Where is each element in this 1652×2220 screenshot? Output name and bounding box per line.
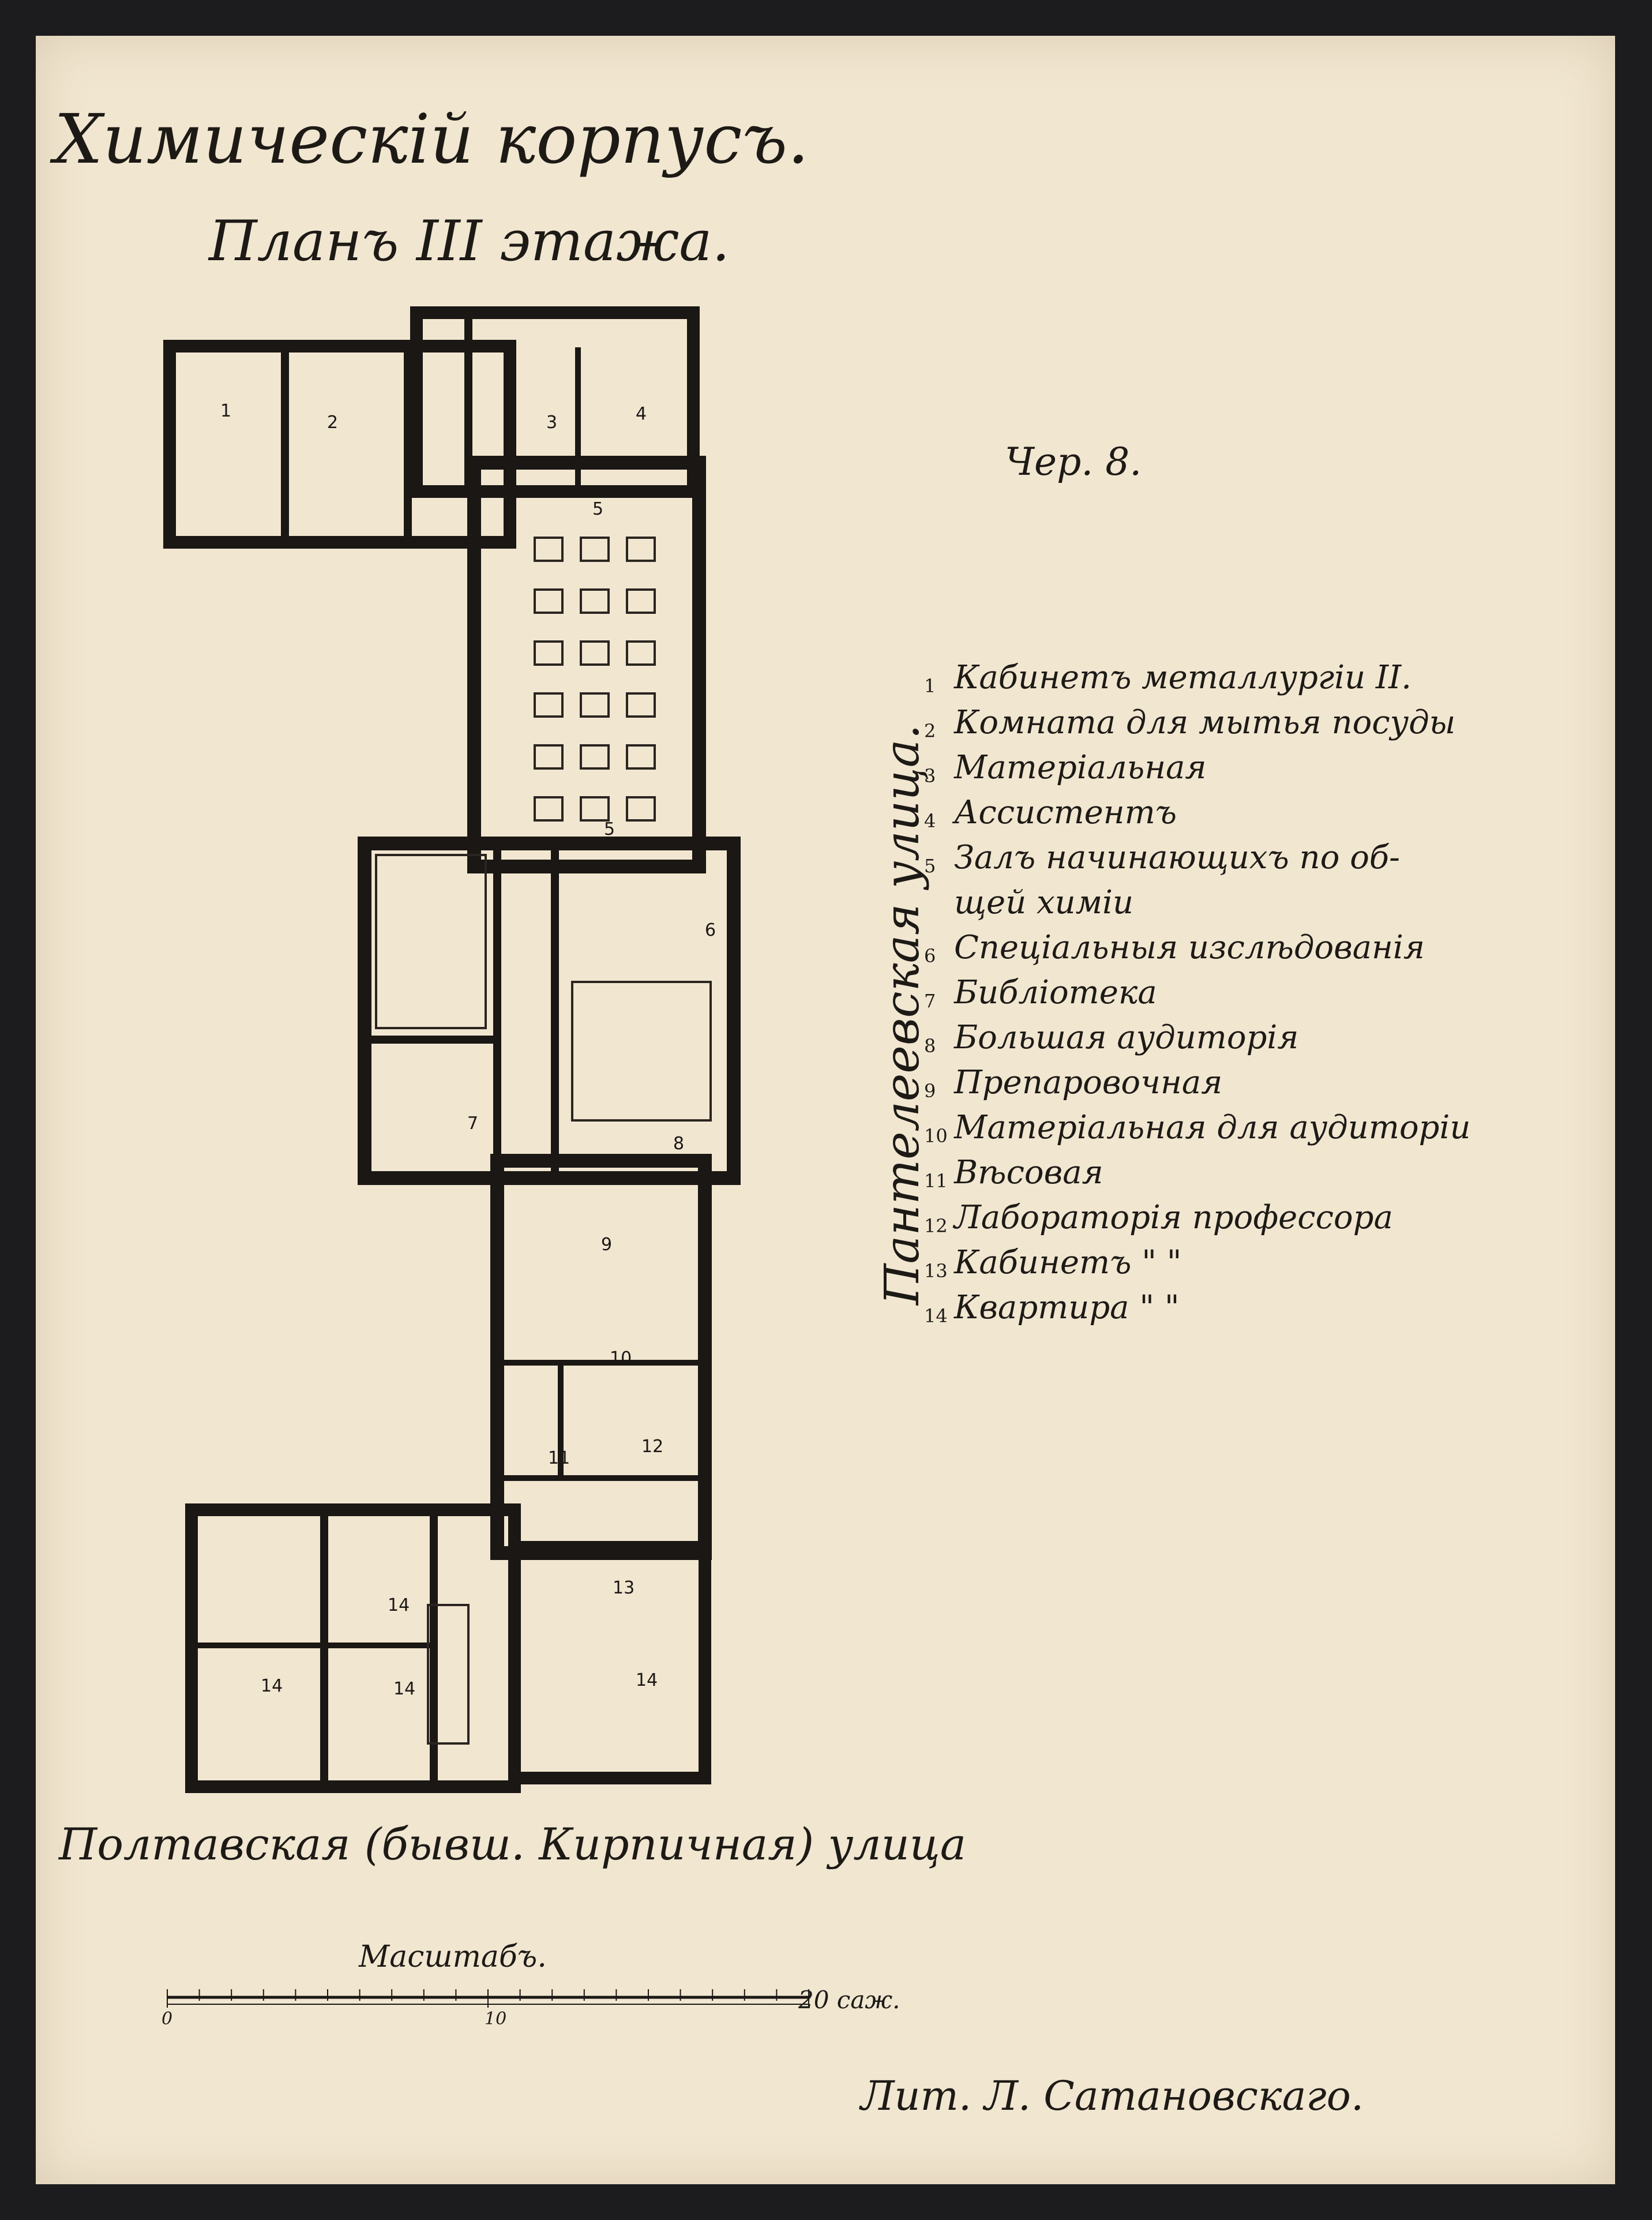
drawing-sheet: Химическій корпусъ. Планъ III этажа. Чер… — [36, 36, 1615, 2184]
legend-item-number: 3 — [924, 765, 936, 787]
room-label-4: 4 — [636, 404, 647, 424]
legend-item-number: 14 — [924, 1305, 948, 1327]
scale-tick-20: 20 саж. — [798, 1986, 900, 2014]
legend-item-text: Большая аудиторія — [954, 1019, 1299, 1056]
legend-item-text: Кабинетъ металлургіи II. — [954, 659, 1412, 696]
lab-bench — [626, 588, 656, 614]
room-label-9: 9 — [601, 1235, 612, 1255]
legend-item-text: щей химіи — [954, 884, 1134, 921]
lab-bench — [580, 537, 610, 562]
room-label-11: 11 — [548, 1448, 570, 1468]
legend-item-number: 4 — [924, 810, 936, 832]
street-label-bottom: Полтавская (бывш. Кирпичная) улица — [59, 1818, 967, 1870]
lab-benches — [534, 537, 656, 822]
staircase — [427, 1604, 470, 1745]
drawing-title: Химическій корпусъ. — [54, 99, 809, 179]
lab-bench — [580, 796, 610, 822]
legend-item-text: Квартира " " — [954, 1289, 1180, 1326]
room-label-13: 13 — [613, 1578, 634, 1598]
legend-item-number: 2 — [924, 720, 936, 742]
legend-item-text: Комната для мытья посуды — [954, 704, 1456, 741]
legend-item-text: Спеціальныя изслѣдованія — [954, 929, 1425, 966]
scale-bar — [167, 1989, 809, 2008]
room-label-3: 3 — [546, 412, 557, 433]
legend-item-number: 12 — [924, 1215, 948, 1237]
legend-item-number: 9 — [924, 1080, 936, 1102]
wall-middle-block — [358, 837, 741, 1185]
lab-bench — [534, 640, 564, 666]
legend-item-text: Ассистентъ — [954, 794, 1177, 831]
legend-item-number: 8 — [924, 1035, 936, 1057]
room-label-1: 1 — [220, 401, 231, 421]
lab-bench — [580, 588, 610, 614]
room-label-12: 12 — [641, 1437, 663, 1457]
figure-label: Чер. 8. — [1005, 440, 1142, 484]
legend-item-number: 10 — [924, 1125, 948, 1147]
wall-wing-top-mid — [410, 306, 700, 498]
lab-bench — [626, 744, 656, 770]
room-label-5-bottom: 5 — [604, 819, 615, 839]
legend-item-text: Матеріальная для аудиторіи — [954, 1109, 1471, 1146]
wall-lower-block — [490, 1154, 712, 1560]
scale-title: Масштабъ. — [359, 1940, 547, 1974]
lab-bench — [580, 692, 610, 718]
auditorium-seating — [571, 981, 712, 1122]
scale-tick-10: 10 — [485, 2009, 507, 2029]
legend-item-number: 7 — [924, 990, 936, 1012]
staircase — [375, 854, 487, 1029]
room-label-8: 8 — [673, 1134, 684, 1154]
room-label-10: 10 — [610, 1348, 632, 1368]
legend-item-text: Лабораторія профессора — [954, 1199, 1393, 1236]
legend-item-text: Вѣсовая — [954, 1154, 1103, 1191]
legend-item-number: 6 — [924, 945, 936, 967]
wall-hall-5 — [467, 456, 706, 873]
legend-item-text: Матеріальная — [954, 749, 1207, 786]
lab-bench — [534, 796, 564, 822]
room-label-14a: 14 — [388, 1595, 410, 1615]
wall-room-14-right — [508, 1541, 711, 1784]
lab-bench — [626, 692, 656, 718]
legend-item-text: Библіотека — [954, 974, 1157, 1011]
printer-credit: Лит. Л. Сатановскаго. — [861, 2072, 1364, 2120]
lab-bench — [534, 588, 564, 614]
lab-bench — [626, 537, 656, 562]
lab-bench — [580, 640, 610, 666]
lab-bench — [534, 537, 564, 562]
lab-bench — [534, 744, 564, 770]
legend-item-text: Кабинетъ " " — [954, 1244, 1182, 1281]
room-label-6: 6 — [705, 920, 716, 940]
room-label-14c: 14 — [393, 1679, 415, 1699]
drawing-subtitle: Планъ III этажа. — [209, 209, 730, 273]
room-label-2: 2 — [327, 412, 338, 433]
lab-bench — [626, 796, 656, 822]
legend-item-text: Залъ начинающихъ по об- — [954, 839, 1401, 876]
legend-item-number: 1 — [924, 675, 936, 697]
legend-item-text: Препаровочная — [954, 1064, 1223, 1101]
lab-bench — [534, 692, 564, 718]
scale-tick-0: 0 — [162, 2009, 173, 2029]
room-label-7: 7 — [467, 1113, 478, 1134]
floor-plan: 1 2 3 4 5 5 6 7 8 9 10 11 12 13 14 14 14… — [163, 306, 809, 2008]
wall-wing-top-left — [163, 340, 516, 549]
room-label-14d: 14 — [636, 1670, 658, 1690]
legend-item-number: 5 — [924, 855, 936, 877]
room-label-14b: 14 — [261, 1676, 283, 1696]
room-label-5-top: 5 — [592, 499, 603, 519]
legend-item-number: 13 — [924, 1260, 948, 1282]
lab-bench — [580, 744, 610, 770]
lab-bench — [626, 640, 656, 666]
legend-item-number: 11 — [924, 1170, 948, 1192]
